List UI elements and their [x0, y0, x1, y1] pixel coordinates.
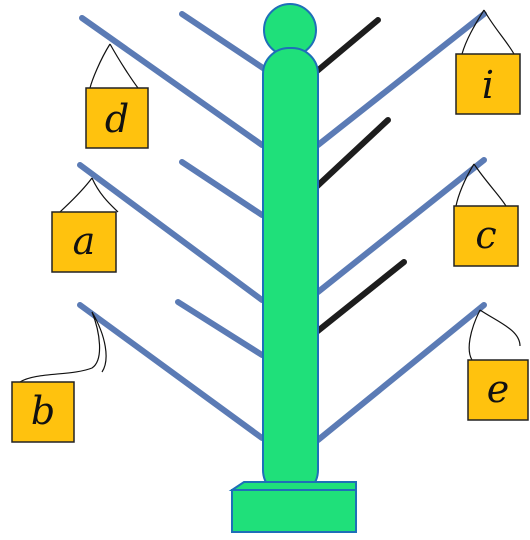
string-a	[59, 177, 119, 213]
trunk	[262, 47, 319, 497]
tag-b-box	[11, 381, 75, 443]
tag-c-text: c	[475, 213, 496, 257]
tag-i-text: i	[482, 63, 494, 107]
tag-e: e	[467, 359, 529, 421]
branch-left-top-inner	[179, 11, 269, 73]
branch-left-low	[77, 302, 265, 441]
branch-left-top	[79, 15, 265, 148]
branch-right-top	[315, 11, 487, 148]
tag-a: a	[51, 211, 117, 273]
string-e	[468, 309, 521, 361]
tag-d-text: d	[105, 97, 129, 141]
string-c	[455, 163, 507, 207]
stand-base-top	[228, 481, 357, 491]
tag-c: c	[453, 205, 519, 267]
branch-left-mid-inner	[179, 159, 265, 218]
tag-b: b	[11, 381, 75, 443]
tag-i: i	[455, 53, 521, 115]
string-d	[89, 43, 139, 89]
branch-right-low	[315, 302, 487, 443]
tag-a-text: a	[73, 219, 96, 263]
branch-left-low-inner	[175, 299, 265, 358]
tag-a-box	[51, 211, 117, 273]
tag-e-text: e	[487, 367, 510, 411]
stand-base	[231, 489, 357, 533]
tag-c-box	[453, 205, 519, 267]
branch-left-mid	[77, 162, 265, 303]
tag-d-box	[85, 87, 149, 149]
string-b	[19, 311, 107, 383]
tag-b-text: b	[31, 389, 55, 433]
string-i	[461, 9, 515, 55]
branches	[77, 11, 487, 443]
tag-i-box	[455, 53, 521, 115]
tag-d: d	[85, 87, 149, 149]
tag-e-box	[467, 359, 529, 421]
trunk-group	[228, 3, 357, 533]
branch-right-mid	[315, 157, 487, 295]
strings	[19, 9, 521, 383]
